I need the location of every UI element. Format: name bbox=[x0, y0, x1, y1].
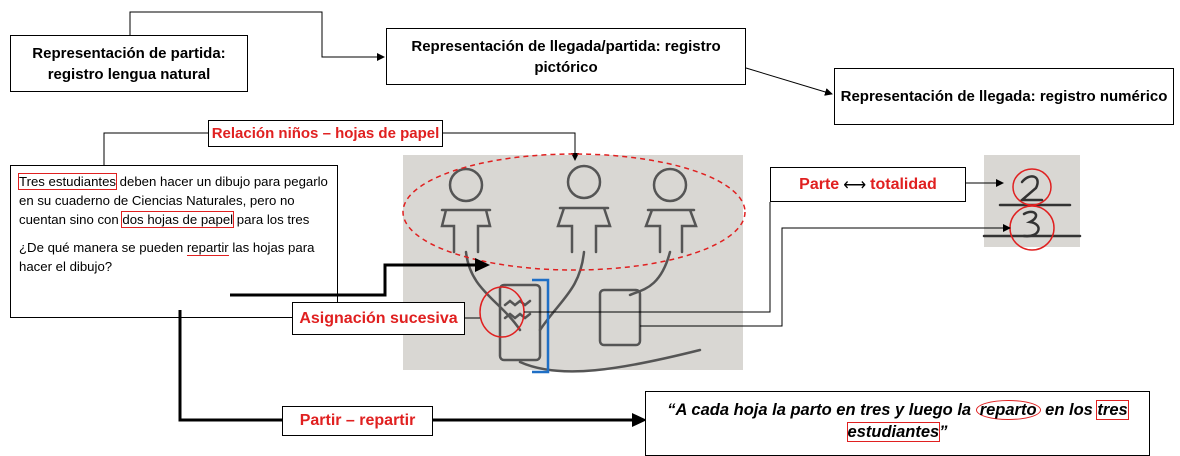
underline-repartir: repartir bbox=[186, 240, 229, 256]
sheet-circle bbox=[479, 286, 525, 338]
relation-label: Relación niños – hojas de papel bbox=[208, 120, 443, 147]
end-representation-box: Representación de llegada: registro numé… bbox=[834, 68, 1174, 125]
problem-text-1b: para los tres bbox=[233, 212, 310, 227]
highlight-students: Tres estudiantes bbox=[18, 173, 117, 190]
thick-arrow-head-drawing bbox=[475, 258, 490, 272]
middle-representation-text: Representación de llegada/partida: regis… bbox=[411, 37, 721, 76]
connector-sheet-to-part-whole bbox=[524, 202, 771, 313]
split-label-text: Partir – repartir bbox=[299, 412, 416, 429]
connector-start-to-middle bbox=[129, 11, 385, 61]
assignment-label-text: Asignación sucesiva bbox=[299, 309, 458, 327]
blue-bracket bbox=[532, 278, 550, 374]
student-quote-box: “A cada hoja la parto en tres y luego la… bbox=[645, 391, 1150, 456]
quote-text-a: “A cada hoja la parto en tres y luego la bbox=[667, 401, 976, 419]
split-label: Partir – repartir bbox=[282, 406, 433, 436]
middle-representation-box: Representación de llegada/partida: regis… bbox=[386, 28, 746, 85]
children-drawing bbox=[440, 164, 702, 373]
problem-text-2a: ¿De qué manera se pueden bbox=[19, 240, 187, 255]
part-whole-label: Parte ⟷ totalidad bbox=[770, 167, 966, 202]
double-arrow-icon: ⟷ bbox=[843, 176, 867, 194]
quote-text-b: en los bbox=[1040, 401, 1098, 419]
whole-label-text: totalidad bbox=[870, 175, 937, 193]
quote-boxed-students: tres estudiantes bbox=[846, 400, 1129, 442]
thick-arrow-to-drawing bbox=[230, 263, 475, 297]
start-representation-text: Representación de partida: registro leng… bbox=[32, 44, 226, 83]
assignment-label: Asignación sucesiva bbox=[292, 302, 465, 335]
problem-text-2b: las hojas para hacer el dibujo? bbox=[19, 240, 315, 274]
end-representation-text: Representación de llegada: registro numé… bbox=[840, 88, 1168, 105]
problem-paragraph-1: Tres estudiantes deben hacer un dibujo p… bbox=[18, 172, 329, 229]
relation-bracket bbox=[103, 132, 208, 165]
numerator-circle bbox=[1012, 168, 1052, 206]
problem-statement-box: Tres estudiantes deben hacer un dibujo p… bbox=[10, 165, 338, 318]
connector-to-denominator bbox=[640, 224, 1011, 327]
children-ellipse bbox=[402, 153, 746, 271]
connector-middle-to-end bbox=[745, 67, 833, 96]
problem-text-1a: deben hacer un dibujo para pegarlo en su… bbox=[19, 174, 328, 227]
thick-arrow-head-quote bbox=[632, 413, 647, 427]
problem-paragraph-2: ¿De qué manera se pueden repartir las ho… bbox=[19, 238, 329, 276]
part-label-text: Parte bbox=[799, 175, 840, 193]
quote-circled-reparto: reparto bbox=[975, 400, 1041, 420]
quote-text-c: ” bbox=[939, 423, 948, 441]
relation-bracket-right bbox=[443, 132, 579, 161]
thick-arrow-to-quote bbox=[178, 310, 640, 422]
relation-label-text: Relación niños – hojas de papel bbox=[211, 125, 440, 142]
highlight-sheets: dos hojas de papel bbox=[121, 211, 235, 228]
start-representation-box: Representación de partida: registro leng… bbox=[10, 35, 248, 92]
